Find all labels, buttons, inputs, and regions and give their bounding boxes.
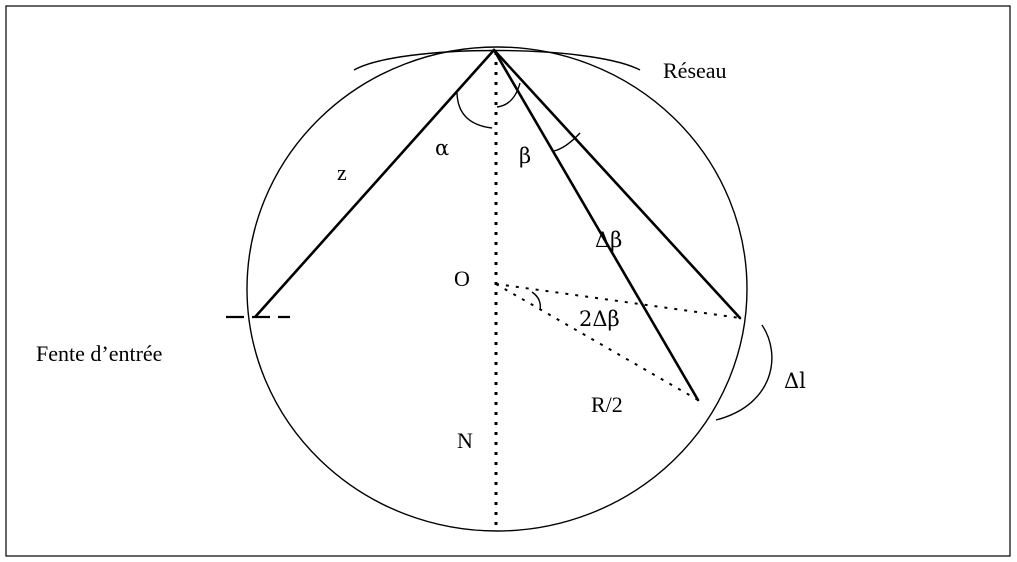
distance-label: z	[337, 160, 347, 185]
two-delta-beta-label: 2Δβ	[579, 307, 620, 331]
beta-label: β	[519, 144, 531, 168]
point-n-label: N	[457, 428, 473, 453]
figure-frame	[5, 5, 1011, 557]
diffracted-ray-outer	[492, 48, 742, 320]
diffracted-ray-inner	[492, 48, 700, 402]
delta-beta-angle-arc	[553, 132, 581, 152]
radius-to-inner	[495, 283, 699, 401]
delta-l-label: Δl	[784, 369, 806, 393]
incident-ray	[254, 48, 496, 318]
rowland-circle	[246, 46, 748, 532]
center-label: O	[454, 266, 470, 291]
delta-l-arc	[715, 324, 773, 421]
alpha-angle-arc	[456, 92, 493, 129]
alpha-label: α	[435, 136, 449, 160]
entrance-slit-label: Fente d’entrée	[36, 341, 162, 366]
two-delta-beta-angle-arc	[531, 291, 542, 311]
grating-label: Réseau	[663, 58, 727, 83]
beta-angle-arc	[496, 82, 521, 108]
radius-label: R/2	[591, 392, 623, 417]
radius-to-outer	[495, 283, 741, 319]
delta-beta-label: Δβ	[595, 228, 622, 252]
